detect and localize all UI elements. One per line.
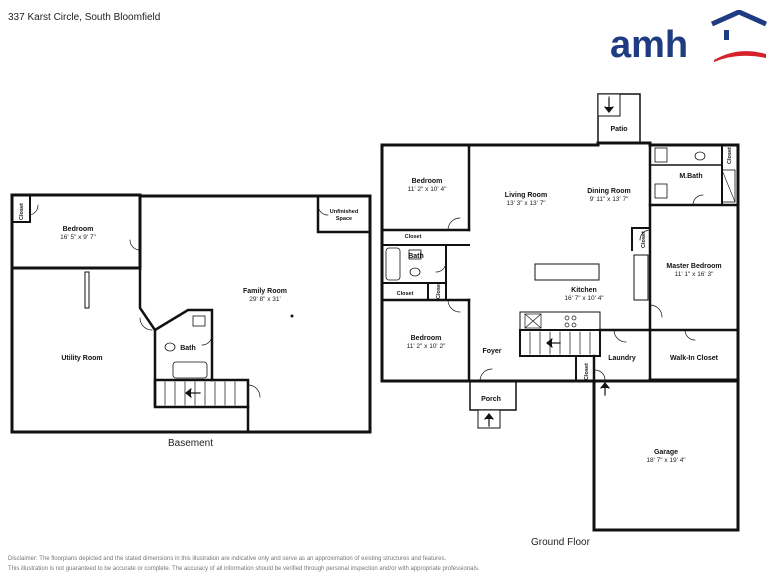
- swoosh-icon: [714, 51, 766, 62]
- bedroom-top-name: Bedroom: [412, 178, 443, 185]
- property-address: 337 Karst Circle, South Bloomfield: [8, 12, 161, 23]
- ground-bath-name: Bath: [408, 253, 424, 260]
- utility-room-name: Utility Room: [61, 355, 102, 362]
- laundry-name: Laundry: [608, 355, 636, 362]
- basement-bedroom-dim: 16' 5" x 9' 7": [60, 234, 96, 241]
- basement-bedroom-name: Bedroom: [63, 226, 94, 233]
- mbath-name: M.Bath: [679, 173, 702, 180]
- walkin-closet-name: Walk-In Closet: [670, 355, 719, 362]
- foyer-name: Foyer: [482, 348, 501, 355]
- toilet-icon: [164, 342, 176, 352]
- closet-1-label: Closet: [405, 234, 422, 240]
- unfinished-label-1: Unfinished: [330, 209, 358, 215]
- bedroom-top-dim: 11' 2" x 10' 4": [408, 186, 447, 193]
- basement-closet-label: Closet: [19, 203, 25, 220]
- bedroom-bottom-dim: 11' 2" x 10' 2": [407, 343, 446, 350]
- sink-icon: [408, 249, 422, 260]
- closet-small-label: Closet: [436, 282, 442, 299]
- amh-logo: amh: [608, 9, 768, 69]
- master-bedroom-dim: 11' 1" x 16' 3": [675, 271, 714, 278]
- dining-room-name: Dining Room: [587, 188, 631, 195]
- tub-icon: [385, 247, 401, 281]
- disclaimer-line-1: Disclaimer: The floorplans depicted and …: [8, 556, 447, 562]
- basement-label: Basement: [168, 438, 214, 449]
- kitchen-name: Kitchen: [571, 287, 597, 294]
- toilet-icon: [409, 267, 421, 277]
- kitchen-dim: 16' 7" x 10' 4": [564, 295, 604, 302]
- logo-text: amh: [610, 24, 688, 64]
- laundry-closet-label: Closet: [584, 363, 590, 380]
- master-bedroom-name: Master Bedroom: [666, 263, 721, 270]
- tub-icon: [172, 361, 208, 379]
- living-room-name: Living Room: [505, 192, 547, 199]
- family-room-name: Family Room: [243, 288, 287, 295]
- garage-dim: 18' 7" x 19' 4": [646, 457, 686, 464]
- closet-2-label: Closet: [397, 291, 414, 297]
- ground-floor-plan: [380, 93, 740, 532]
- ground-floor-label: Ground Floor: [531, 537, 590, 548]
- garage-name: Garage: [654, 449, 678, 456]
- dining-room-dim: 9' 11" x 13' 7": [590, 196, 629, 203]
- basement-bath-name: Bath: [180, 345, 196, 352]
- roof-icon: [710, 9, 768, 27]
- sink-icon: [192, 315, 206, 327]
- porch-name: Porch: [481, 396, 501, 403]
- bedroom-bottom-name: Bedroom: [411, 335, 442, 342]
- closet-side-label: Closet: [641, 231, 647, 248]
- basement-plan: [10, 193, 372, 434]
- family-room-dim: 29' 8" x 31': [249, 296, 281, 303]
- stair-arrow-icon: [185, 98, 614, 427]
- patio-name: Patio: [610, 126, 627, 133]
- mbath-closet-label: Closet: [727, 147, 733, 164]
- disclaimer-line-2: This illustration is not guaranteed to b…: [8, 566, 480, 572]
- unfinished-label-2: Space: [336, 216, 352, 222]
- living-room-dim: 13' 3" x 13' 7": [506, 200, 546, 207]
